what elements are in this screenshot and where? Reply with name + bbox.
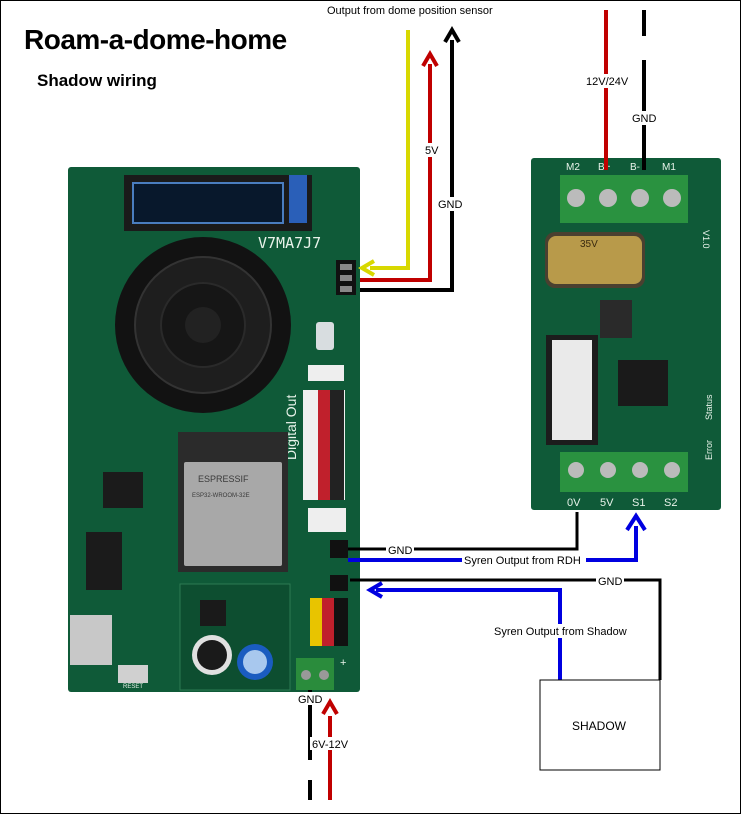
pwm-header	[308, 508, 346, 532]
page-title: Roam-a-dome-home	[24, 24, 287, 55]
syren-in-header	[330, 575, 348, 591]
label-gnd-shadow: GND	[598, 576, 623, 588]
ic-chip-2	[86, 532, 122, 590]
oled-display	[124, 175, 312, 231]
syren-term-0v: 0V	[567, 497, 581, 509]
dome-sensor-header	[336, 260, 356, 295]
chip-model: ESP32-WROOM-32E	[192, 493, 250, 499]
syren-top-term-3: B-	[630, 162, 640, 173]
esp32-module: ESPRESSIF ESP32-WROOM-32E	[178, 432, 288, 572]
syren-status-label: Status	[704, 394, 714, 420]
syren-inductor	[600, 300, 632, 338]
rdh-syren-wires	[348, 512, 647, 562]
ic-chip	[103, 472, 143, 508]
syren-power-wires	[604, 10, 646, 170]
plus-label: +	[340, 657, 346, 669]
capacitor-label: 35V	[580, 239, 598, 250]
dome-sensor-wires	[358, 26, 461, 292]
digital-out-header	[303, 365, 345, 500]
shadow-wires	[350, 578, 662, 680]
syren-board: M2 B+ B- M1 V1.0 35V Error Status 0V 5V …	[531, 158, 721, 510]
reset-button	[118, 665, 148, 683]
speaker	[115, 237, 291, 413]
syren-top-term-4: M1	[662, 162, 676, 173]
label-12v-24v: 12V/24V	[586, 76, 629, 88]
syren-term-s1: S1	[632, 497, 645, 509]
chip-brand: ESPRESSIF	[198, 474, 249, 484]
label-6v-12v: 6V-12V	[312, 739, 349, 751]
label-gnd-top: GND	[632, 113, 657, 125]
shadow-label: SHADOW	[572, 719, 627, 733]
label-syren-rdh: Syren Output from RDH	[464, 555, 581, 567]
to-syren-header	[330, 540, 348, 558]
syren-error-label: Error	[704, 440, 714, 460]
label-gnd-sensor: GND	[438, 199, 463, 211]
pcb-glyph-text: V7MA7J7	[258, 234, 321, 252]
syren-chip	[618, 360, 668, 406]
syren-term-5v: 5V	[600, 497, 614, 509]
marc-headers	[310, 598, 348, 646]
syren-top-term-1: M2	[566, 162, 580, 173]
reset-label: RESET	[123, 684, 143, 690]
usb-port	[70, 615, 112, 665]
syren-term-s2: S2	[664, 497, 677, 509]
label-syren-shadow: Syren Output from Shadow	[494, 626, 627, 638]
label-gnd-bottom: GND	[298, 694, 323, 706]
shadow-box: SHADOW	[539, 679, 661, 771]
r2d2-logo	[316, 322, 334, 350]
label-dome-sensor: Output from dome position sensor	[327, 5, 493, 17]
label-5v: 5V	[425, 145, 439, 157]
page-subtitle: Shadow wiring	[37, 71, 157, 90]
syren-version: V1.0	[701, 230, 711, 249]
regulator-board	[179, 583, 291, 691]
label-gnd-syren: GND	[388, 545, 413, 557]
rdh-board: V7MA7J7 Digital Out	[68, 167, 360, 692]
